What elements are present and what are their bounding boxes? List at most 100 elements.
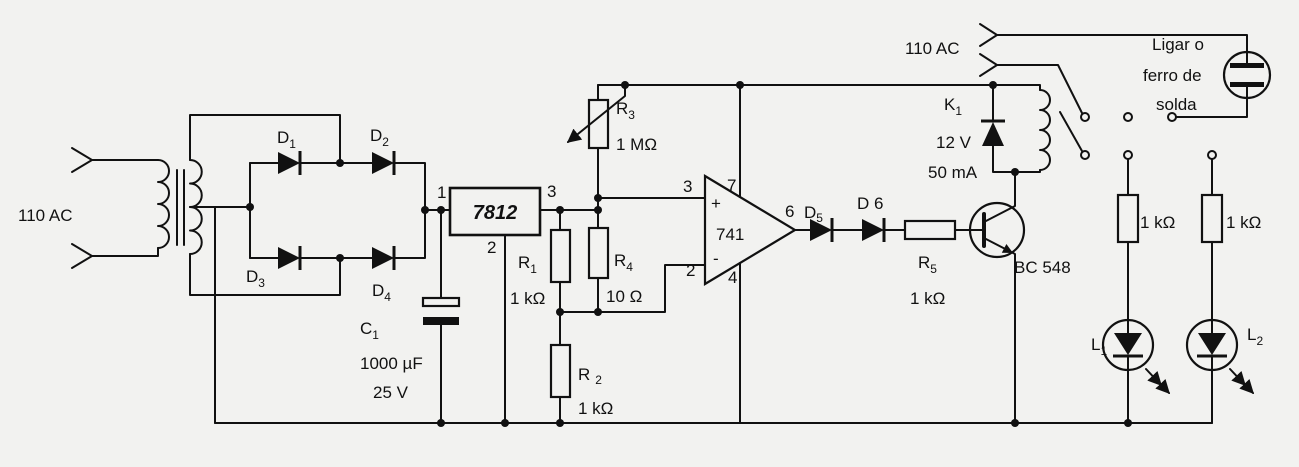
junction-dots bbox=[246, 81, 1132, 427]
transformer bbox=[157, 114, 341, 424]
junction-dot bbox=[556, 206, 564, 214]
l2-label-sub: 2 bbox=[1256, 334, 1263, 348]
r3-label-sub: 3 bbox=[628, 108, 635, 122]
opamp-pin-out: 6 bbox=[785, 202, 794, 221]
relay-voltage: 12 V bbox=[936, 133, 972, 152]
r4-label: R4 bbox=[614, 251, 633, 274]
relay-contact bbox=[1123, 150, 1133, 160]
resistor-r1: R1 1 kΩ bbox=[510, 209, 572, 346]
socket-plate bbox=[1230, 82, 1264, 87]
l2-label-letter: L bbox=[1247, 325, 1256, 344]
led-l1-branch: 1 kΩ L1 bbox=[1091, 158, 1175, 424]
opamp-minus-sign: - bbox=[713, 249, 719, 268]
r5-label-sub: 5 bbox=[930, 262, 937, 276]
plug-prong-bottom-icon bbox=[71, 243, 93, 269]
relay-switch-arm bbox=[1059, 111, 1083, 152]
diode-d3 bbox=[278, 246, 302, 270]
primary-coil bbox=[157, 159, 170, 249]
transistor-envelope bbox=[968, 201, 1026, 259]
left-ac-input: 110 AC bbox=[18, 147, 159, 269]
opamp-part-number: 741 bbox=[716, 225, 744, 244]
k1-label-letter: K bbox=[944, 95, 956, 114]
d2-label-sub: 2 bbox=[382, 135, 389, 149]
l2-label: L2 bbox=[1247, 325, 1263, 348]
d1-label-letter: D bbox=[277, 128, 289, 147]
wire bbox=[559, 264, 706, 313]
d3-label-letter: D bbox=[246, 267, 258, 286]
junction-dot bbox=[556, 419, 564, 427]
d6-label: D 6 bbox=[857, 194, 883, 213]
r4-label-sub: 4 bbox=[626, 260, 633, 274]
mains-switching: 110 AC Ligar o ferro de solda bbox=[905, 23, 1272, 160]
d2-label: D2 bbox=[370, 126, 389, 149]
d1-label-sub: 1 bbox=[289, 137, 296, 151]
transistor-bc548: BC 548 bbox=[968, 171, 1071, 424]
regulator-pin-gnd: 2 bbox=[487, 238, 496, 257]
d3-label: D3 bbox=[246, 267, 265, 290]
c1-label-sub: 1 bbox=[372, 328, 379, 342]
diode-triangle bbox=[372, 152, 394, 174]
r3-label-letter: R bbox=[616, 99, 628, 118]
socket-caption-line-1: Ligar o bbox=[1152, 35, 1204, 54]
wire bbox=[189, 114, 341, 164]
bridge-rectifier: D1 D2 D3 D4 bbox=[246, 126, 426, 304]
l1-label: L1 bbox=[1091, 335, 1107, 358]
transistor-part-number: BC 548 bbox=[1014, 258, 1071, 277]
led-l2-branch: 1 kΩ L2 bbox=[1185, 158, 1263, 424]
diode-d4 bbox=[372, 246, 396, 270]
c1-label: C1 bbox=[360, 319, 379, 342]
junction-dot bbox=[1124, 419, 1132, 427]
plug-prong-top-icon bbox=[979, 23, 998, 47]
regulator-pin-out: 3 bbox=[547, 182, 556, 201]
transistor-emitter bbox=[983, 237, 1016, 424]
r-led1-value: 1 kΩ bbox=[1140, 213, 1175, 232]
r1-label-letter: R bbox=[518, 253, 530, 272]
junction-dot bbox=[1011, 419, 1019, 427]
junction-dot bbox=[989, 81, 997, 89]
top-rail-wire bbox=[597, 84, 1041, 91]
relay-contact bbox=[1123, 112, 1133, 122]
resistor-body bbox=[1200, 193, 1224, 244]
capacitor-plate-positive bbox=[421, 296, 461, 308]
r5-label: R5 bbox=[918, 253, 937, 276]
relay-contact bbox=[1207, 150, 1217, 160]
d4-label: D4 bbox=[372, 281, 391, 304]
c1-value: 1000 µF bbox=[360, 354, 423, 373]
left-ac-label: 110 AC bbox=[18, 206, 73, 225]
opamp-plus-sign: + bbox=[711, 194, 721, 213]
relay-coil bbox=[1039, 89, 1051, 171]
junction-dot bbox=[336, 254, 344, 262]
junction-dot bbox=[437, 419, 445, 427]
d5-label: D5 bbox=[804, 203, 823, 225]
diode-triangle bbox=[278, 247, 300, 269]
socket-plate bbox=[1230, 63, 1264, 68]
output-chain: D5 D 6 R5 1 kΩ bbox=[794, 194, 985, 308]
resistor-r5: R5 1 kΩ bbox=[903, 219, 957, 308]
diode-triangle bbox=[810, 219, 832, 241]
relay-contact bbox=[1167, 112, 1177, 122]
regulator-body bbox=[448, 186, 542, 237]
junction-dot bbox=[736, 81, 744, 89]
junction-dot bbox=[246, 203, 254, 211]
socket-ring bbox=[1222, 50, 1272, 100]
regulator-pin-in: 1 bbox=[437, 183, 446, 202]
r1-label-sub: 1 bbox=[530, 262, 537, 276]
junction-dot bbox=[594, 194, 602, 202]
resistor-r3-variable: R3 1 MΩ bbox=[566, 84, 657, 211]
led-envelope bbox=[1101, 318, 1155, 372]
diode-triangle bbox=[862, 219, 884, 241]
junction-dot bbox=[501, 419, 509, 427]
emitter-arrow-icon bbox=[1001, 244, 1013, 253]
diode-d6 bbox=[862, 218, 886, 242]
junction-dot bbox=[594, 206, 602, 214]
r-led2-value: 1 kΩ bbox=[1226, 213, 1261, 232]
wire bbox=[189, 253, 341, 296]
r1-label: R1 bbox=[518, 253, 537, 276]
socket-caption-line-3: solda bbox=[1156, 95, 1197, 114]
k1-label: K1 bbox=[944, 95, 962, 118]
wire bbox=[992, 145, 1041, 173]
capacitor-plate-negative bbox=[423, 317, 459, 325]
relay-switch-arm bbox=[996, 64, 1083, 114]
transistor-collector bbox=[983, 171, 1016, 223]
